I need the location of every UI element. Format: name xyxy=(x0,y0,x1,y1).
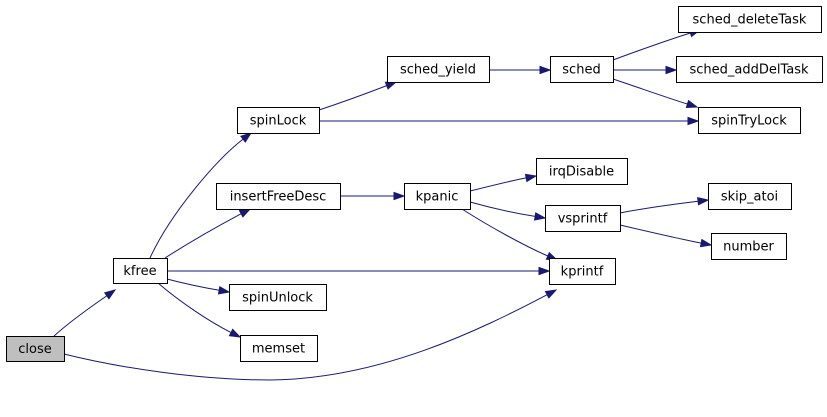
edge-sched-to-sched_addDelTask xyxy=(613,65,678,75)
edge-line xyxy=(53,295,108,337)
edge-line xyxy=(461,208,549,257)
edge-kfree-to-spinLock xyxy=(149,132,253,259)
arrowhead-icon xyxy=(228,328,242,338)
node-insertFreeDesc-label: insertFreeDesc xyxy=(230,190,327,205)
edge-vsprintf-to-skip_atoi xyxy=(619,196,710,214)
edge-sched_yield-to-sched xyxy=(489,65,552,75)
edge-insertFreeDesc-to-kpanic xyxy=(340,191,406,201)
edge-line xyxy=(469,201,536,217)
node-memset[interactable]: memset xyxy=(240,335,318,362)
edge-line xyxy=(469,177,527,192)
node-sched_deleteTask-label: sched_deleteTask xyxy=(693,13,807,28)
node-sched-label: sched xyxy=(562,63,600,78)
node-kfree[interactable]: kfree xyxy=(113,258,168,284)
node-skip_atoi[interactable]: skip_atoi xyxy=(708,183,792,210)
edge-line xyxy=(149,138,244,259)
arrowhead-icon xyxy=(697,196,710,206)
arrowhead-icon xyxy=(699,238,713,248)
node-kpanic[interactable]: kpanic xyxy=(404,183,471,210)
node-kfree-label: kfree xyxy=(123,264,156,279)
node-kpanic-label: kpanic xyxy=(416,190,459,205)
edge-sched-to-spinTryLock xyxy=(612,78,699,109)
node-number[interactable]: number xyxy=(711,233,787,260)
arrowhead-icon xyxy=(384,81,398,90)
edge-line xyxy=(619,224,702,244)
node-spinTryLock-label: spinTryLock xyxy=(711,114,787,129)
edge-line xyxy=(612,32,691,61)
node-skip_atoi-label: skip_atoi xyxy=(721,190,778,205)
arrowhead-icon xyxy=(217,285,231,295)
node-vsprintf-label: vsprintf xyxy=(558,212,608,227)
node-sched[interactable]: sched xyxy=(550,56,614,83)
edge-spinLock-to-spinTryLock xyxy=(319,116,700,126)
edge-spinLock-to-sched_yield xyxy=(318,81,398,111)
node-memset-label: memset xyxy=(252,342,305,357)
edge-line xyxy=(157,282,232,333)
node-sched_addDelTask-label: sched_addDelTask xyxy=(689,63,809,78)
node-sched_yield[interactable]: sched_yield xyxy=(387,56,490,83)
edge-sched-to-sched_deleteTask xyxy=(612,29,702,61)
node-irqDisable-label: irqDisable xyxy=(549,165,614,180)
edge-kpanic-to-irqDisable xyxy=(469,173,538,192)
edge-line xyxy=(318,85,387,111)
node-sched_yield-label: sched_yield xyxy=(400,63,476,78)
node-insertFreeDesc[interactable]: insertFreeDesc xyxy=(216,183,341,210)
edge-kfree-to-insertFreeDesc xyxy=(164,208,252,259)
node-spinUnlock-label: spinUnlock xyxy=(242,291,313,306)
edge-kfree-to-kprintf xyxy=(166,266,551,276)
node-sched_deleteTask[interactable]: sched_deleteTask xyxy=(678,6,822,33)
arrowhead-icon xyxy=(665,65,678,75)
arrowhead-icon xyxy=(103,289,117,300)
node-kprintf-label: kprintf xyxy=(561,265,604,280)
arrowhead-icon xyxy=(539,65,552,75)
arrowhead-icon xyxy=(240,132,253,143)
node-close-label: close xyxy=(18,342,51,357)
arrowhead-icon xyxy=(687,116,700,126)
node-spinLock[interactable]: spinLock xyxy=(237,107,320,134)
edge-kfree-to-spinUnlock xyxy=(166,278,231,295)
node-vsprintf[interactable]: vsprintf xyxy=(545,205,621,232)
arrowhead-icon xyxy=(544,289,558,299)
arrowhead-icon xyxy=(685,99,699,109)
arrowhead-icon xyxy=(538,266,551,276)
edge-line xyxy=(63,294,548,381)
node-spinUnlock[interactable]: spinUnlock xyxy=(229,284,327,311)
node-spinTryLock[interactable]: spinTryLock xyxy=(698,107,801,134)
node-spinLock-label: spinLock xyxy=(250,114,307,129)
node-sched_addDelTask[interactable]: sched_addDelTask xyxy=(676,56,823,83)
edge-line xyxy=(619,200,699,214)
node-kprintf[interactable]: kprintf xyxy=(549,258,616,285)
edge-line xyxy=(164,213,242,259)
node-layer: close kfree spinLock insertFreeDesc spin… xyxy=(6,6,823,362)
edge-close-to-kprintf xyxy=(63,289,558,381)
edge-line xyxy=(166,278,220,291)
edge-kpanic-to-vsprintf xyxy=(469,201,547,221)
arrowhead-icon xyxy=(393,191,406,201)
edge-layer xyxy=(53,29,713,381)
node-close[interactable]: close xyxy=(6,336,65,362)
arrowhead-icon xyxy=(533,212,547,221)
node-number-label: number xyxy=(723,240,774,255)
edge-close-to-kfree xyxy=(53,289,117,337)
node-irqDisable[interactable]: irqDisable xyxy=(536,158,628,185)
arrowhead-icon xyxy=(238,208,252,218)
edge-kfree-to-memset xyxy=(157,282,242,338)
arrowhead-icon xyxy=(524,173,538,183)
edge-vsprintf-to-number xyxy=(619,224,713,248)
edge-line xyxy=(612,78,688,105)
